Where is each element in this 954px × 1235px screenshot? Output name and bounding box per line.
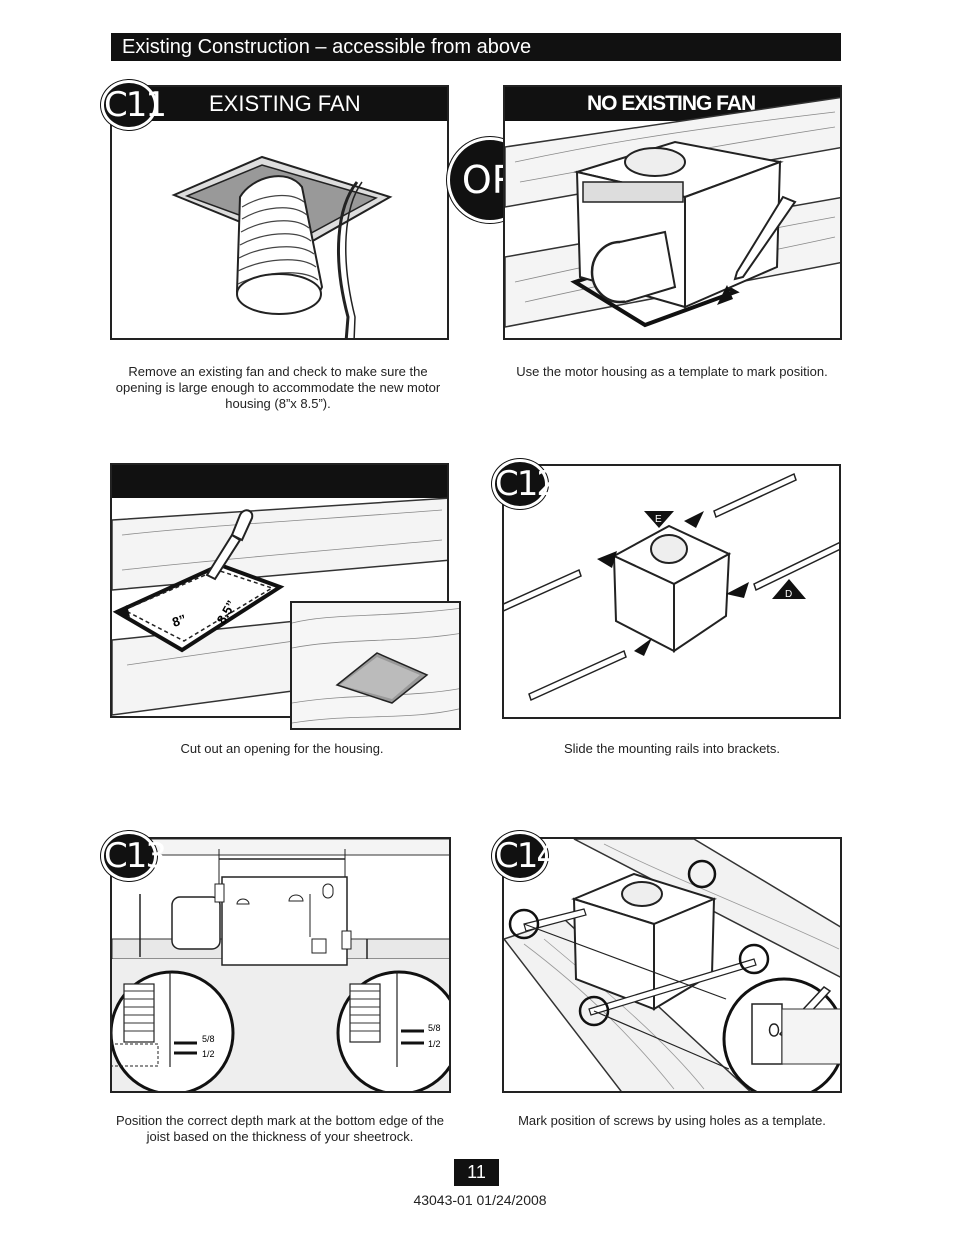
label-e: E: [655, 514, 662, 525]
depth-mark-illustration: 5/8 1/2 5/8 1/2: [112, 839, 449, 1091]
label-d: D: [785, 589, 792, 600]
panel-header: EXISTING FAN: [112, 87, 447, 121]
document-id: 43043-01 01/24/2008: [413, 1192, 547, 1208]
caption-no-existing-fan: Use the motor housing as a template to m…: [516, 364, 828, 379]
panel-no-existing-fan: NO EXISTING FAN: [503, 85, 842, 340]
cut-result-illustration: [292, 603, 459, 728]
panel-mark-screws: [502, 837, 842, 1093]
panel-header: [112, 465, 447, 498]
section-title: Existing Construction – accessible from …: [111, 33, 841, 61]
panel-slide-rails: E D: [502, 464, 841, 719]
panel-existing-fan: EXISTING FAN: [110, 85, 449, 340]
caption-mark-screws: Mark position of screws by using holes a…: [518, 1113, 826, 1128]
mark-5-8-right: 5/8: [428, 1023, 441, 1033]
step-badge-c11: C11: [101, 80, 167, 130]
no-existing-fan-illustration: [505, 96, 840, 328]
panel-title: EXISTING FAN: [209, 91, 361, 116]
step-badge-c13: C13: [101, 831, 167, 881]
existing-fan-illustration: [112, 121, 447, 338]
page-number: 11: [454, 1159, 499, 1186]
dimension-8: 8”: [170, 611, 188, 630]
mark-screws-illustration: [504, 839, 840, 1091]
panel-title: NO EXISTING FAN: [587, 92, 756, 115]
mark-5-8-left: 5/8: [202, 1034, 215, 1044]
caption-existing-fan: Remove an existing fan and check to make…: [115, 364, 441, 411]
step-badge-c12: C12: [492, 459, 558, 509]
mark-1-2-left: 1/2: [202, 1049, 215, 1059]
inset-cut-result: [290, 601, 461, 730]
panel-depth-mark: 5/8 1/2 5/8 1/2: [110, 837, 451, 1093]
mark-1-2-right: 1/2: [428, 1039, 441, 1049]
caption-slide-rails: Slide the mounting rails into brackets.: [563, 741, 781, 756]
slide-rails-illustration: E D: [504, 466, 839, 717]
caption-depth-mark: Position the correct depth mark at the b…: [115, 1113, 445, 1144]
caption-cut-opening: Cut out an opening for the housing.: [180, 741, 384, 756]
step-badge-c14: C14: [492, 831, 558, 881]
